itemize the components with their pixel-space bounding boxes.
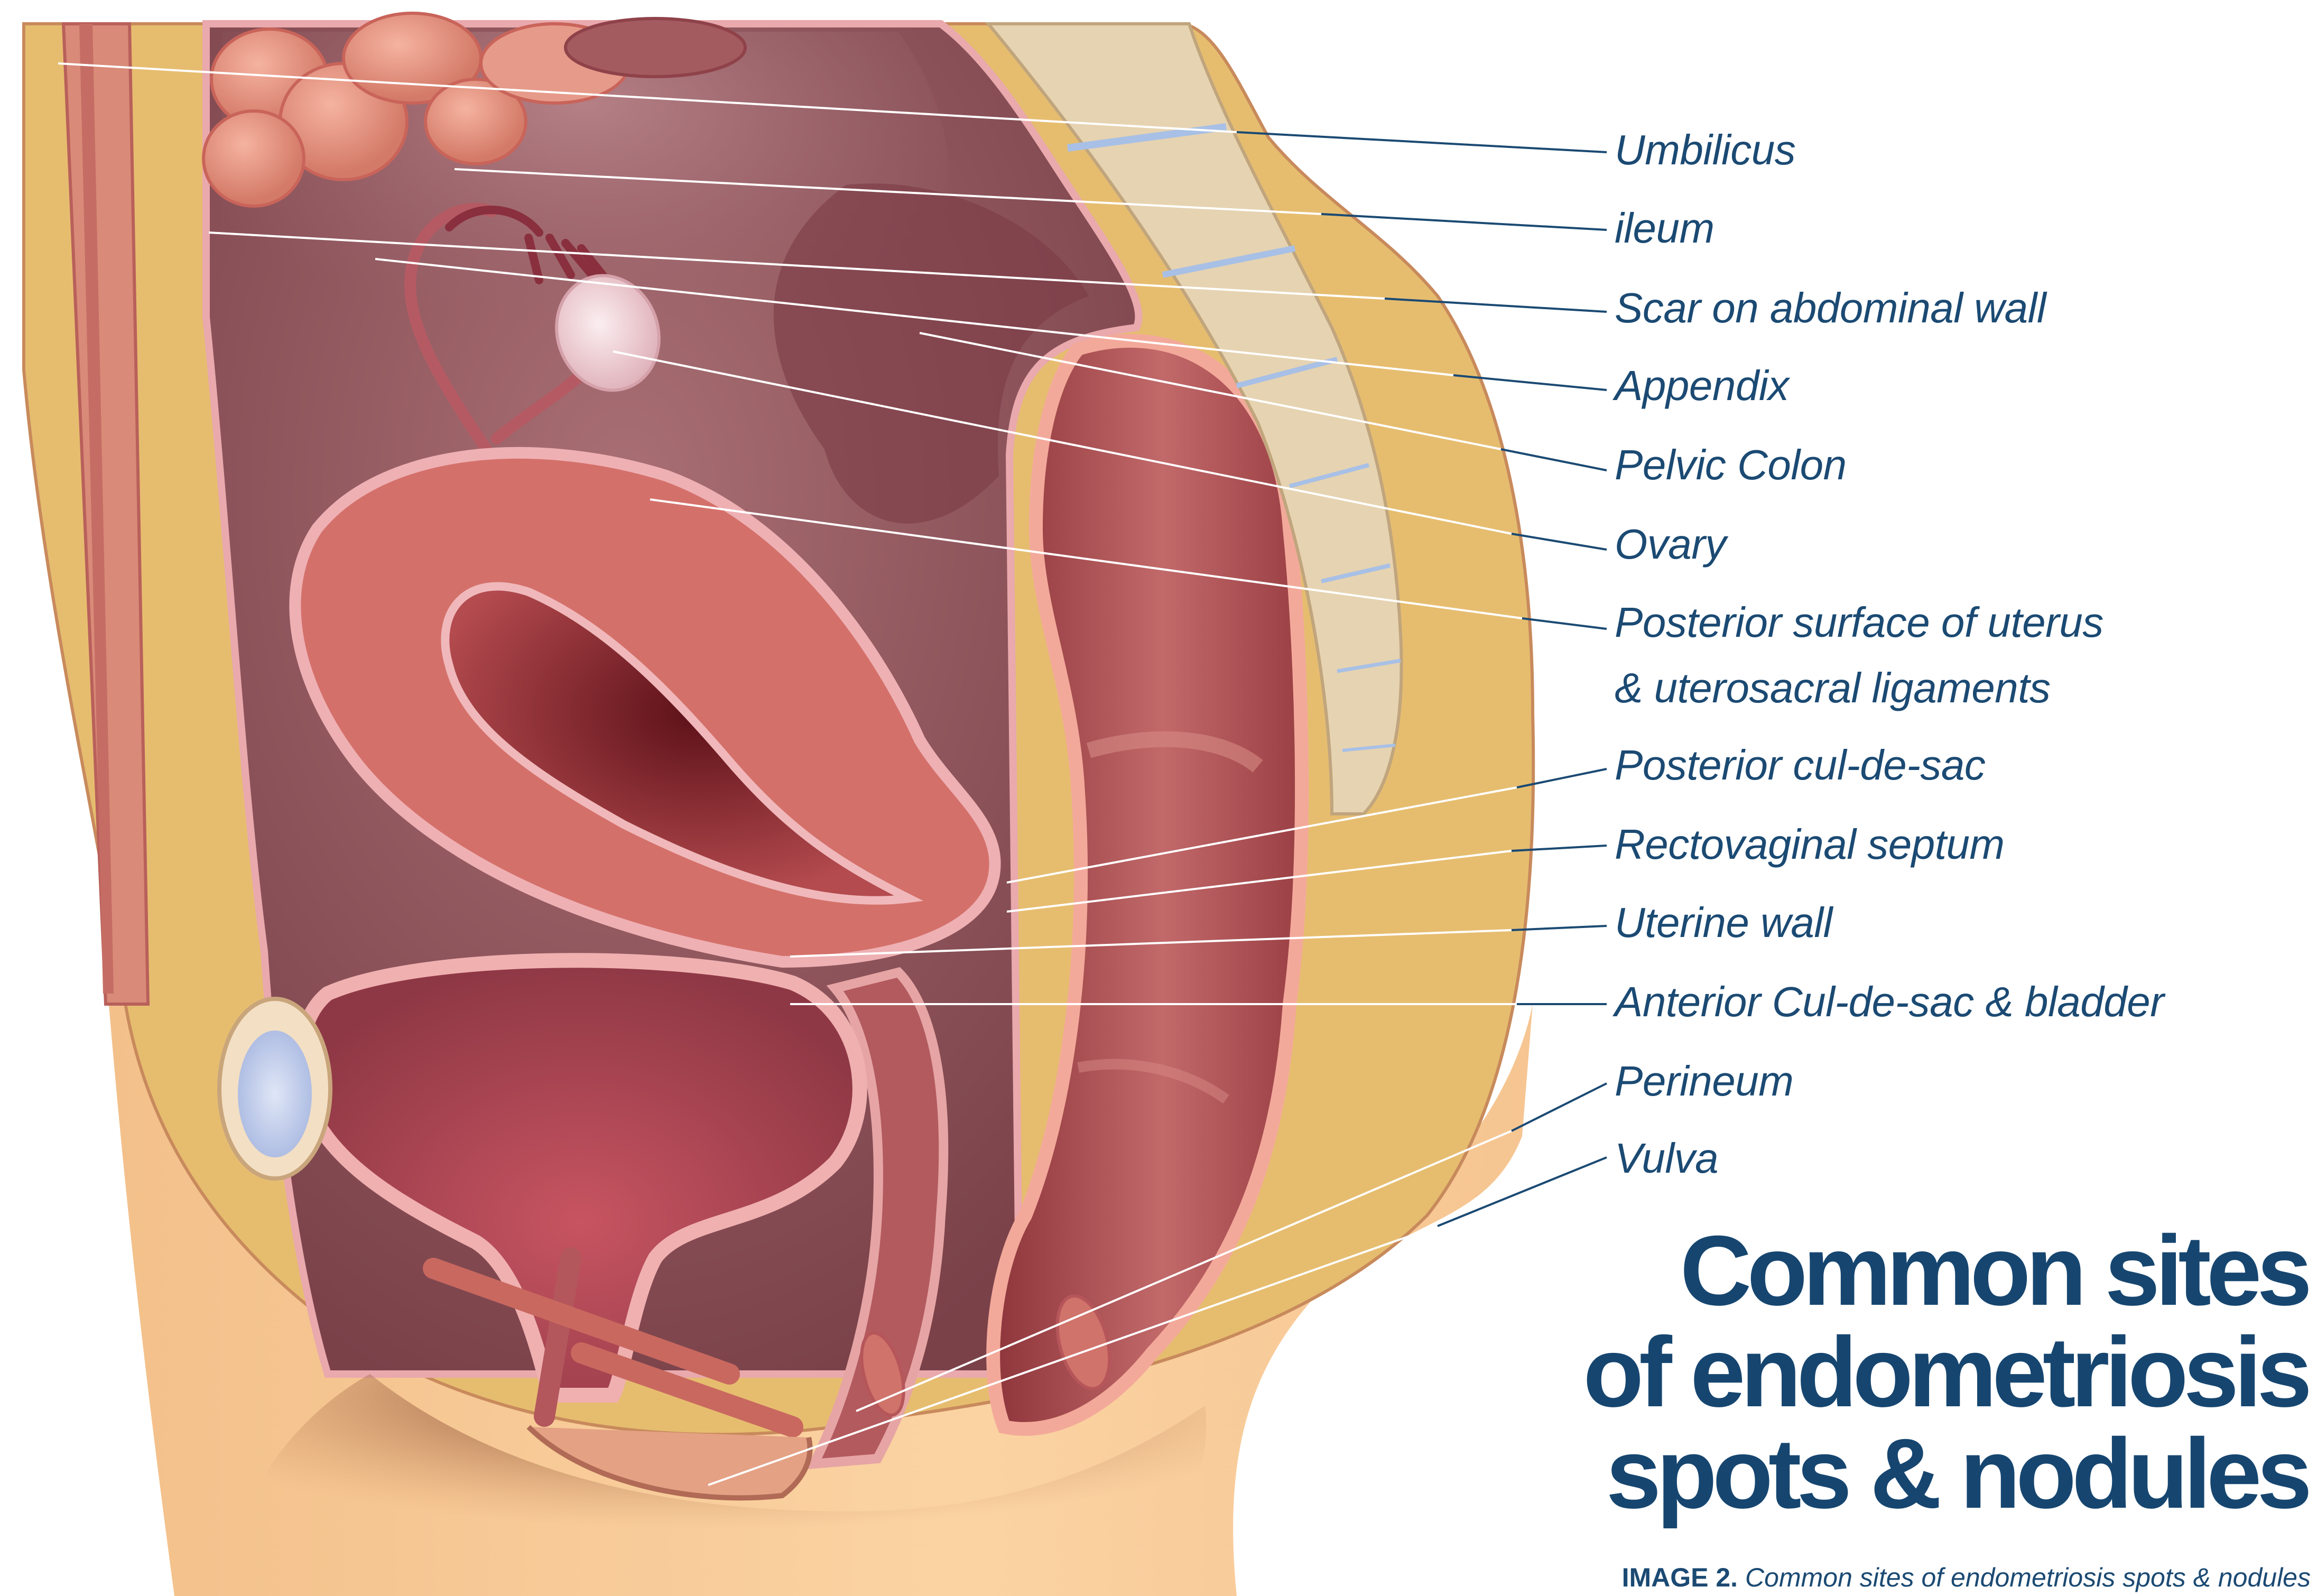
label-vulva: Vulva [1615,1137,1718,1180]
label-umbilicus: Umbilicus [1615,129,1795,171]
label-pelvic-colon: Pelvic Colon [1615,444,1847,486]
label-anterior-cul-de-sac-bladder: Anterior Cul-de-sac & bladder [1615,981,2164,1023]
label-scar-on-abdominal-wall: Scar on abdominal wall [1615,287,2046,329]
title-line-1: Common sites [1515,1221,2307,1320]
figure-caption: IMAGE 2.Common sites of endometriosis sp… [1622,1564,2311,1591]
label-perineum: Perineum [1615,1060,1793,1102]
caption-text: Common sites of endometriosis spots & no… [1745,1563,2311,1592]
caption-tag: IMAGE 2. [1622,1563,1738,1592]
label-appendix: Appendix [1615,365,1789,407]
label-rectovaginal-septum: Rectovaginal septum [1615,823,2005,866]
title-line-3: spots & nodules [1515,1424,2307,1523]
title-line-2: of endometriosis [1515,1322,2307,1422]
label-ovary: Ovary [1615,523,1726,565]
label-posterior-cul-de-sac: Posterior cul-de-sac [1615,744,1985,786]
label-uterine-wall: Uterine wall [1615,902,1832,944]
label-posterior-surface-of-uterus: Posterior surface of uterus [1615,601,2103,644]
label-uterosacral-ligaments: & uterosacral ligaments [1615,667,2050,709]
label-ileum: ileum [1615,207,1714,249]
